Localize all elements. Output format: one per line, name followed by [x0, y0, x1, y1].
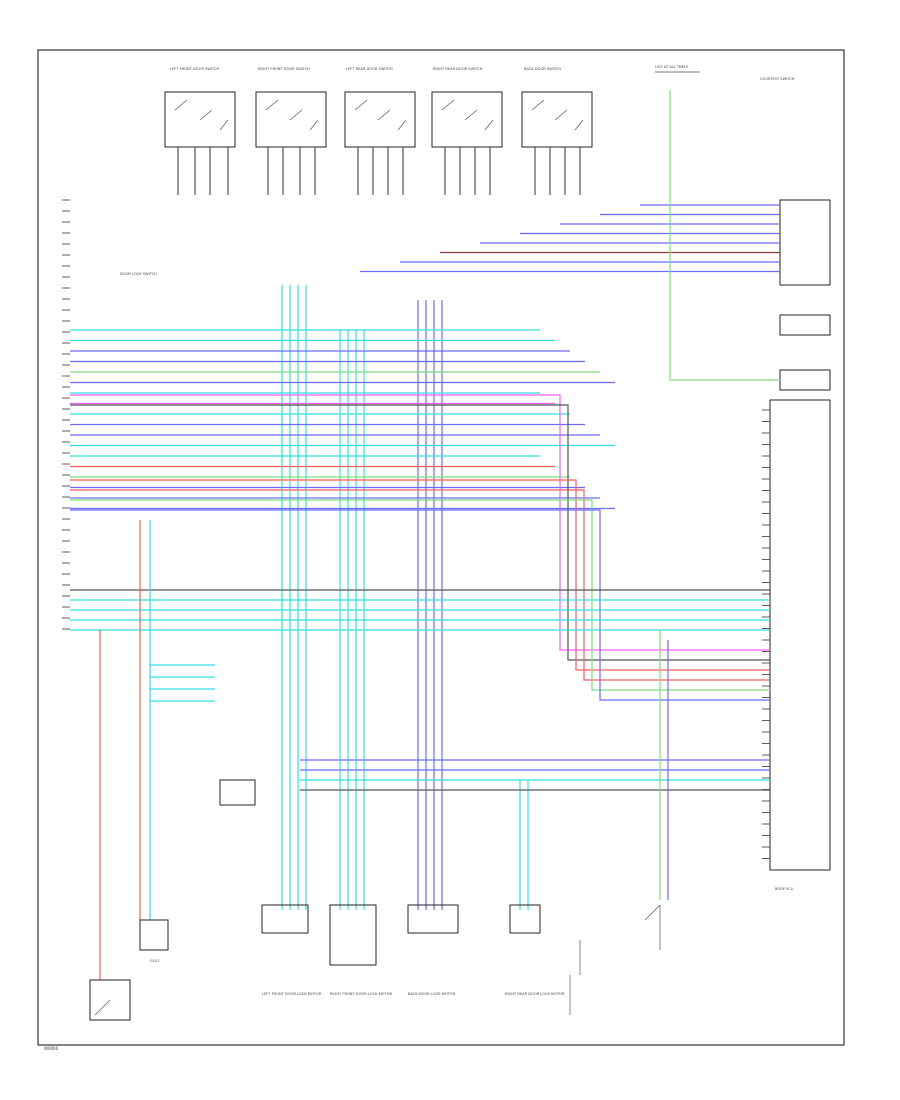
bottom-connector-group: LEFT FRONT DOOR LOCK MOTOR RIGHT FRONT D… [261, 904, 565, 996]
mid-left-component [219, 779, 256, 806]
switch-left-rear: LEFT REAR DOOR SWITCH [344, 67, 416, 148]
bottom-left-switch: G101 [89, 919, 169, 1021]
svg-text:RIGHT FRONT DOOR SWITCH: RIGHT FRONT DOOR SWITCH [258, 67, 310, 71]
svg-text:LEFT FRONT DOOR LOCK MOTOR: LEFT FRONT DOOR LOCK MOTOR [262, 992, 322, 996]
switch-back-door: BACK DOOR SWITCH [521, 67, 593, 148]
right-connector-mid [779, 314, 831, 336]
switch-right-rear: RIGHT REAR DOOR SWITCH [431, 67, 503, 148]
svg-text:RIGHT REAR DOOR SWITCH: RIGHT REAR DOOR SWITCH [433, 67, 483, 71]
cross-wire [70, 499, 770, 691]
right-connector-low [779, 369, 831, 391]
bottom-right-switch [569, 904, 661, 1015]
svg-text:LEFT REAR DOOR SWITCH: LEFT REAR DOOR SWITCH [346, 67, 393, 71]
top-switch-group: LEFT FRONT DOOR SWITCH RIGHT FRONT DOOR … [164, 67, 593, 148]
diagram-frame [37, 49, 845, 1046]
left-pin-ladder [62, 199, 770, 859]
svg-text:RIGHT FRONT DOOR LOCK MOTOR: RIGHT FRONT DOOR LOCK MOTOR [330, 992, 393, 996]
connector-right-rear-motor: RIGHT REAR DOOR LOCK MOTOR [505, 904, 565, 996]
right-connector-top [779, 199, 831, 286]
cross-wire [70, 404, 770, 661]
courtesy-switch-label: COURTESY SWITCH [760, 77, 795, 81]
right-module: BODY ECU [769, 399, 831, 891]
ground-label: G101 [150, 959, 160, 963]
switch-right-front: RIGHT FRONT DOOR SWITCH [255, 67, 327, 148]
green-feed-wire [669, 90, 780, 381]
switch-left-front: LEFT FRONT DOOR SWITCH [164, 67, 236, 148]
connector-back-door-motor: BACK DOOR LOCK MOTOR [407, 904, 459, 996]
svg-text:RIGHT REAR DOOR LOCK MOTOR: RIGHT REAR DOOR LOCK MOTOR [505, 992, 565, 996]
door-lock-switch-label: DOOR LOCK SWITCH [120, 272, 157, 276]
cross-wire [70, 479, 770, 671]
svg-text:BACK DOOR SWITCH: BACK DOOR SWITCH [524, 67, 561, 71]
svg-text:BACK DOOR LOCK MOTOR: BACK DOOR LOCK MOTOR [408, 992, 456, 996]
footer-code: W0000 [44, 1046, 59, 1051]
cross-wire [70, 394, 770, 651]
connector-right-front-motor: RIGHT FRONT DOOR LOCK MOTOR [329, 904, 393, 996]
connector-left-front-motor: LEFT FRONT DOOR LOCK MOTOR [261, 904, 322, 996]
hot-at-all-times-label: HOT AT ALL TIMES [655, 65, 689, 69]
svg-text:BODY ECU: BODY ECU [775, 887, 794, 891]
cross-wire [70, 509, 770, 701]
svg-text:LEFT FRONT DOOR SWITCH: LEFT FRONT DOOR SWITCH [170, 67, 219, 71]
cross-wire [70, 489, 770, 681]
wire-group [70, 90, 780, 980]
